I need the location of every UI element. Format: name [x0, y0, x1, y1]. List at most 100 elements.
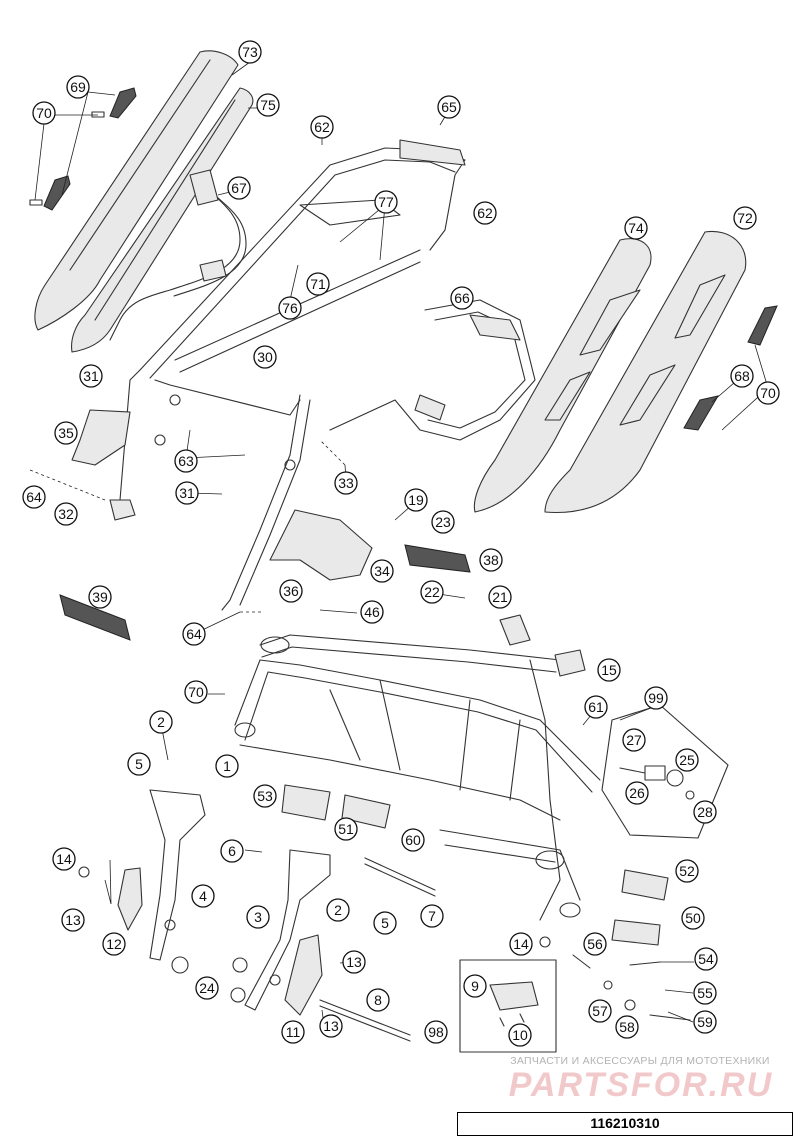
callout-label: 57	[592, 1003, 608, 1019]
callout-54: 54	[694, 947, 718, 971]
callout-75: 75	[256, 93, 280, 117]
callout-label: 31	[83, 368, 99, 384]
callout-label: 28	[697, 804, 713, 820]
callout-label: 70	[188, 684, 204, 700]
panel-bracket-69	[43, 87, 137, 211]
callout-55: 55	[693, 981, 717, 1005]
callout-label: 99	[648, 690, 664, 706]
callout-label: 68	[734, 368, 750, 384]
callout-label: 66	[454, 290, 470, 306]
callout-22: 22	[420, 580, 444, 604]
callout-label: 15	[601, 662, 617, 678]
callout-70c: 70	[184, 680, 208, 704]
callout-label: 25	[679, 752, 695, 768]
watermark-logo: PARTSFOR.RU	[508, 1066, 774, 1104]
callout-32: 32	[54, 502, 78, 526]
callout-73: 73	[238, 40, 262, 64]
callout-label: 13	[323, 1018, 339, 1034]
callout-8: 8	[366, 988, 390, 1012]
callout-30: 30	[253, 345, 277, 369]
callout-5b: 5	[373, 911, 397, 935]
callout-label: 59	[697, 1014, 713, 1030]
callout-56: 56	[583, 932, 607, 956]
callout-label: 2	[334, 902, 342, 918]
callout-label: 31	[179, 485, 195, 501]
callout-label: 72	[737, 210, 753, 226]
callout-9: 9	[463, 974, 487, 998]
callout-label: 62	[314, 119, 330, 135]
callout-label: 56	[587, 936, 603, 952]
callout-19: 19	[404, 488, 428, 512]
bolt-8	[319, 999, 411, 1042]
cover-bracket-68	[683, 305, 778, 431]
callout-label: 54	[698, 951, 714, 967]
callout-64: 64	[22, 485, 46, 509]
callout-77: 77	[374, 190, 398, 214]
callout-98: 98	[424, 1020, 448, 1044]
callout-label: 50	[685, 910, 701, 926]
callout-65: 65	[437, 95, 461, 119]
callout-13: 13	[61, 908, 85, 932]
side-panel-left-outer	[34, 50, 239, 331]
callout-label: 5	[135, 756, 143, 772]
callout-71: 71	[306, 272, 330, 296]
callout-26: 26	[625, 781, 649, 805]
callout-label: 67	[231, 180, 247, 196]
callout-label: 26	[629, 785, 645, 801]
footrest-bracket-right	[244, 849, 331, 1011]
callout-label: 7	[428, 908, 436, 924]
passenger-footpeg-left	[59, 594, 131, 641]
callout-label: 71	[310, 276, 326, 292]
bolt-7	[364, 857, 436, 897]
callout-67: 67	[227, 176, 251, 200]
callout-label: 55	[697, 985, 713, 1001]
callout-label: 33	[338, 475, 354, 491]
rider-footpeg-left	[341, 794, 391, 829]
callout-27: 27	[622, 728, 646, 752]
callout-label: 64	[186, 626, 202, 642]
heel-guard-11	[284, 934, 323, 1016]
passenger-peg-bracket-right	[269, 509, 373, 581]
callout-label: 3	[254, 909, 262, 925]
passenger-footpeg-right	[404, 544, 471, 573]
small-hardware	[78, 866, 691, 1021]
callout-5: 5	[127, 752, 151, 776]
group-98-outline	[459, 959, 557, 1053]
callout-label: 23	[435, 514, 451, 530]
callout-2b: 2	[326, 898, 350, 922]
callout-label: 69	[70, 79, 86, 95]
screw-70-top	[29, 111, 105, 206]
callout-14: 14	[52, 847, 76, 871]
callout-label: 70	[760, 385, 776, 401]
callout-72: 72	[733, 206, 757, 230]
callout-12: 12	[102, 932, 126, 956]
callout-label: 58	[619, 1019, 635, 1035]
callout-39: 39	[88, 585, 112, 609]
diagram-code: 116210310	[457, 1112, 793, 1136]
callout-28: 28	[693, 800, 717, 824]
callout-label: 24	[199, 980, 215, 996]
callout-label: 11	[286, 1024, 301, 1040]
side-cover-right-outer	[544, 230, 747, 514]
rear-luggage-bracket	[329, 299, 536, 441]
callout-label: 22	[424, 584, 440, 600]
callout-4: 4	[191, 884, 215, 908]
callout-label: 6	[228, 843, 236, 859]
callout-label: 65	[441, 99, 457, 115]
callout-62: 62	[310, 115, 334, 139]
callout-label: 19	[408, 492, 424, 508]
callout-58: 58	[615, 1015, 639, 1039]
callout-label: 21	[492, 589, 508, 605]
rider-footpeg-rubber-right	[621, 869, 669, 901]
passenger-peg-bracket-left	[71, 409, 131, 466]
callout-label: 63	[178, 453, 194, 469]
rider-footpeg-rubber-left	[281, 784, 331, 821]
callout-69: 69	[66, 75, 90, 99]
rear-subframe	[109, 139, 466, 611]
callout-11: 11	[281, 1020, 305, 1044]
callout-1: 1	[215, 754, 239, 778]
callout-2: 2	[149, 710, 173, 734]
watermark-caption: ЗАПЧАСТИ И АКСЕССУАРЫ ДЛЯ МОТОТЕХНИКИ	[510, 1055, 770, 1067]
callout-23: 23	[431, 510, 455, 534]
